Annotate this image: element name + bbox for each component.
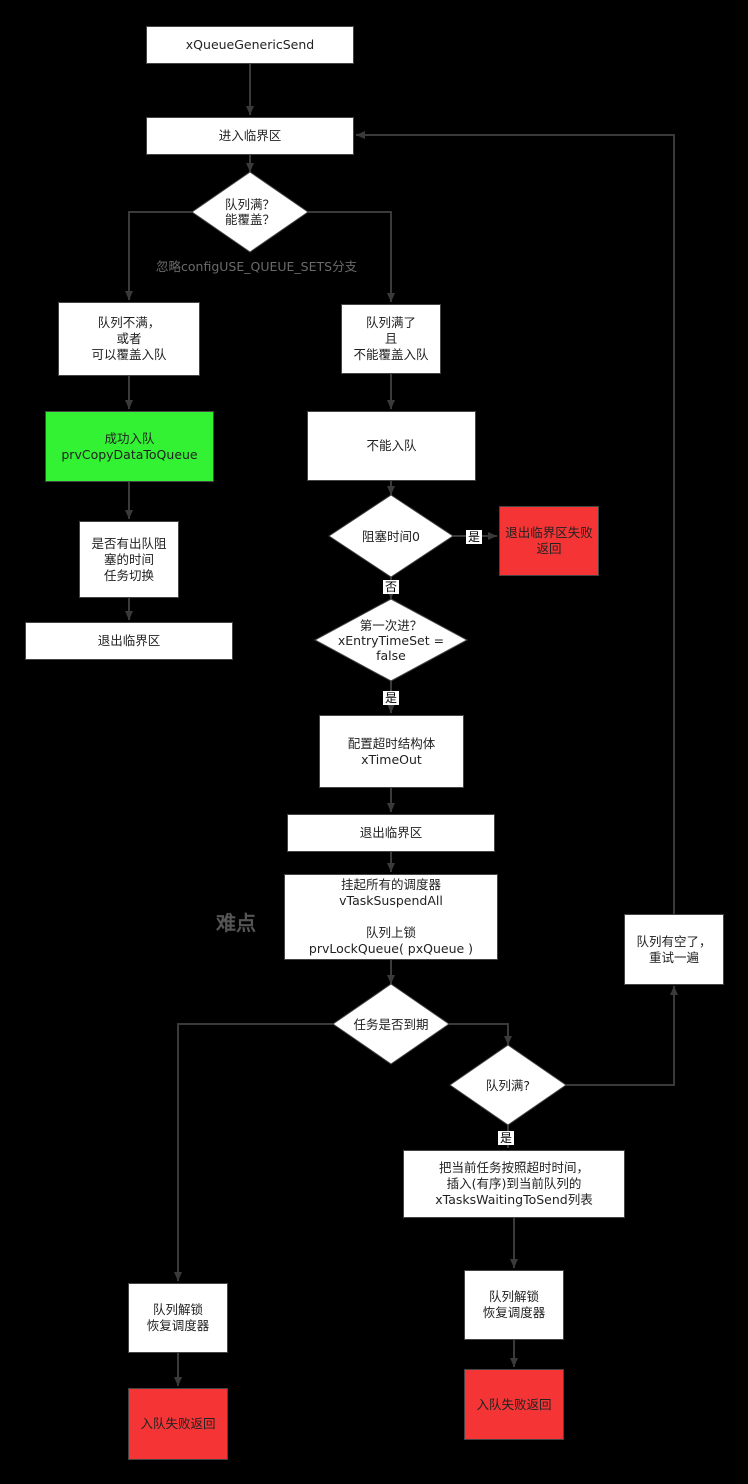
text-block-time-zero-q: 阻塞时间0 xyxy=(362,528,420,544)
node-cannot-enqueue: 不能入队 xyxy=(307,411,476,481)
node-fail-return-right: 入队失败返回 xyxy=(464,1369,564,1440)
edge-q4-unlock-left xyxy=(174,1023,333,1281)
node-enter-critical: 进入临界区 xyxy=(146,117,354,155)
node-has-waiting-task: 是否有出队阻 塞的时间 任务切换 xyxy=(79,521,179,598)
edge-hasspace-enter xyxy=(356,131,675,914)
text-first-entry-q: 第一次进？ xEntryTimeSet = false xyxy=(337,617,445,663)
edge-q4-q5 xyxy=(449,1023,512,1045)
label-yes-first: 是 xyxy=(383,691,400,705)
node-exit-critical-mid: 退出临界区 xyxy=(287,814,495,852)
edge-q1-full xyxy=(308,211,395,302)
note-ignore-queue-sets: 忽略configUSE_QUEUE_SETS分支 xyxy=(156,259,358,274)
node-suspend-lock: 挂起所有的调度器 vTaskSuspendAll 队列上锁 prvLockQue… xyxy=(284,874,498,960)
node-full-no-overwrite: 队列满了 且 不能覆盖入队 xyxy=(341,304,441,374)
diamond-queue-full-2 xyxy=(449,1044,567,1126)
text-queue-full-q: 队列满？ 能覆盖？ xyxy=(224,197,275,227)
node-queue-has-space: 队列有空了， 重试一遍 xyxy=(624,914,724,985)
node-unlock-resume-right: 队列解锁 恢复调度器 xyxy=(464,1270,564,1340)
node-exit-fail-return: 退出临界区失败返回 xyxy=(499,506,599,576)
label-no-block: 否 xyxy=(383,580,400,594)
node-copy-success: 成功入队 prvCopyDataToQueue xyxy=(45,411,214,482)
node-start: xQueueGenericSend xyxy=(146,26,354,64)
label-yes-full2: 是 xyxy=(498,1131,515,1145)
label-yes-block: 是 xyxy=(466,530,483,544)
text-task-timeout-q: 任务是否到期 xyxy=(353,1016,429,1032)
node-not-full: 队列不满， 或者 可以覆盖入队 xyxy=(58,302,200,376)
note-difficulty: 难点 xyxy=(216,911,256,935)
edge-q1-notfull xyxy=(125,211,192,300)
node-fail-return-left: 入队失败返回 xyxy=(128,1388,228,1460)
diamond-queue-full xyxy=(191,171,309,253)
node-exit-critical-left: 退出临界区 xyxy=(25,622,233,660)
diamond-block-time-zero xyxy=(328,494,454,578)
node-config-timeout: 配置超时结构体 xTimeOut xyxy=(319,715,464,788)
diamond-first-entry xyxy=(313,598,469,682)
text-queue-full2-q: 队列满? xyxy=(485,1077,531,1093)
node-insert-waiting: 把当前任务按照超时时间， 插入(有序)到当前队列的 xTasksWaitingT… xyxy=(403,1150,625,1218)
node-unlock-resume-left: 队列解锁 恢复调度器 xyxy=(128,1283,228,1353)
edge-q5-hasspace xyxy=(566,986,678,1086)
diamond-task-timeout xyxy=(332,983,450,1065)
